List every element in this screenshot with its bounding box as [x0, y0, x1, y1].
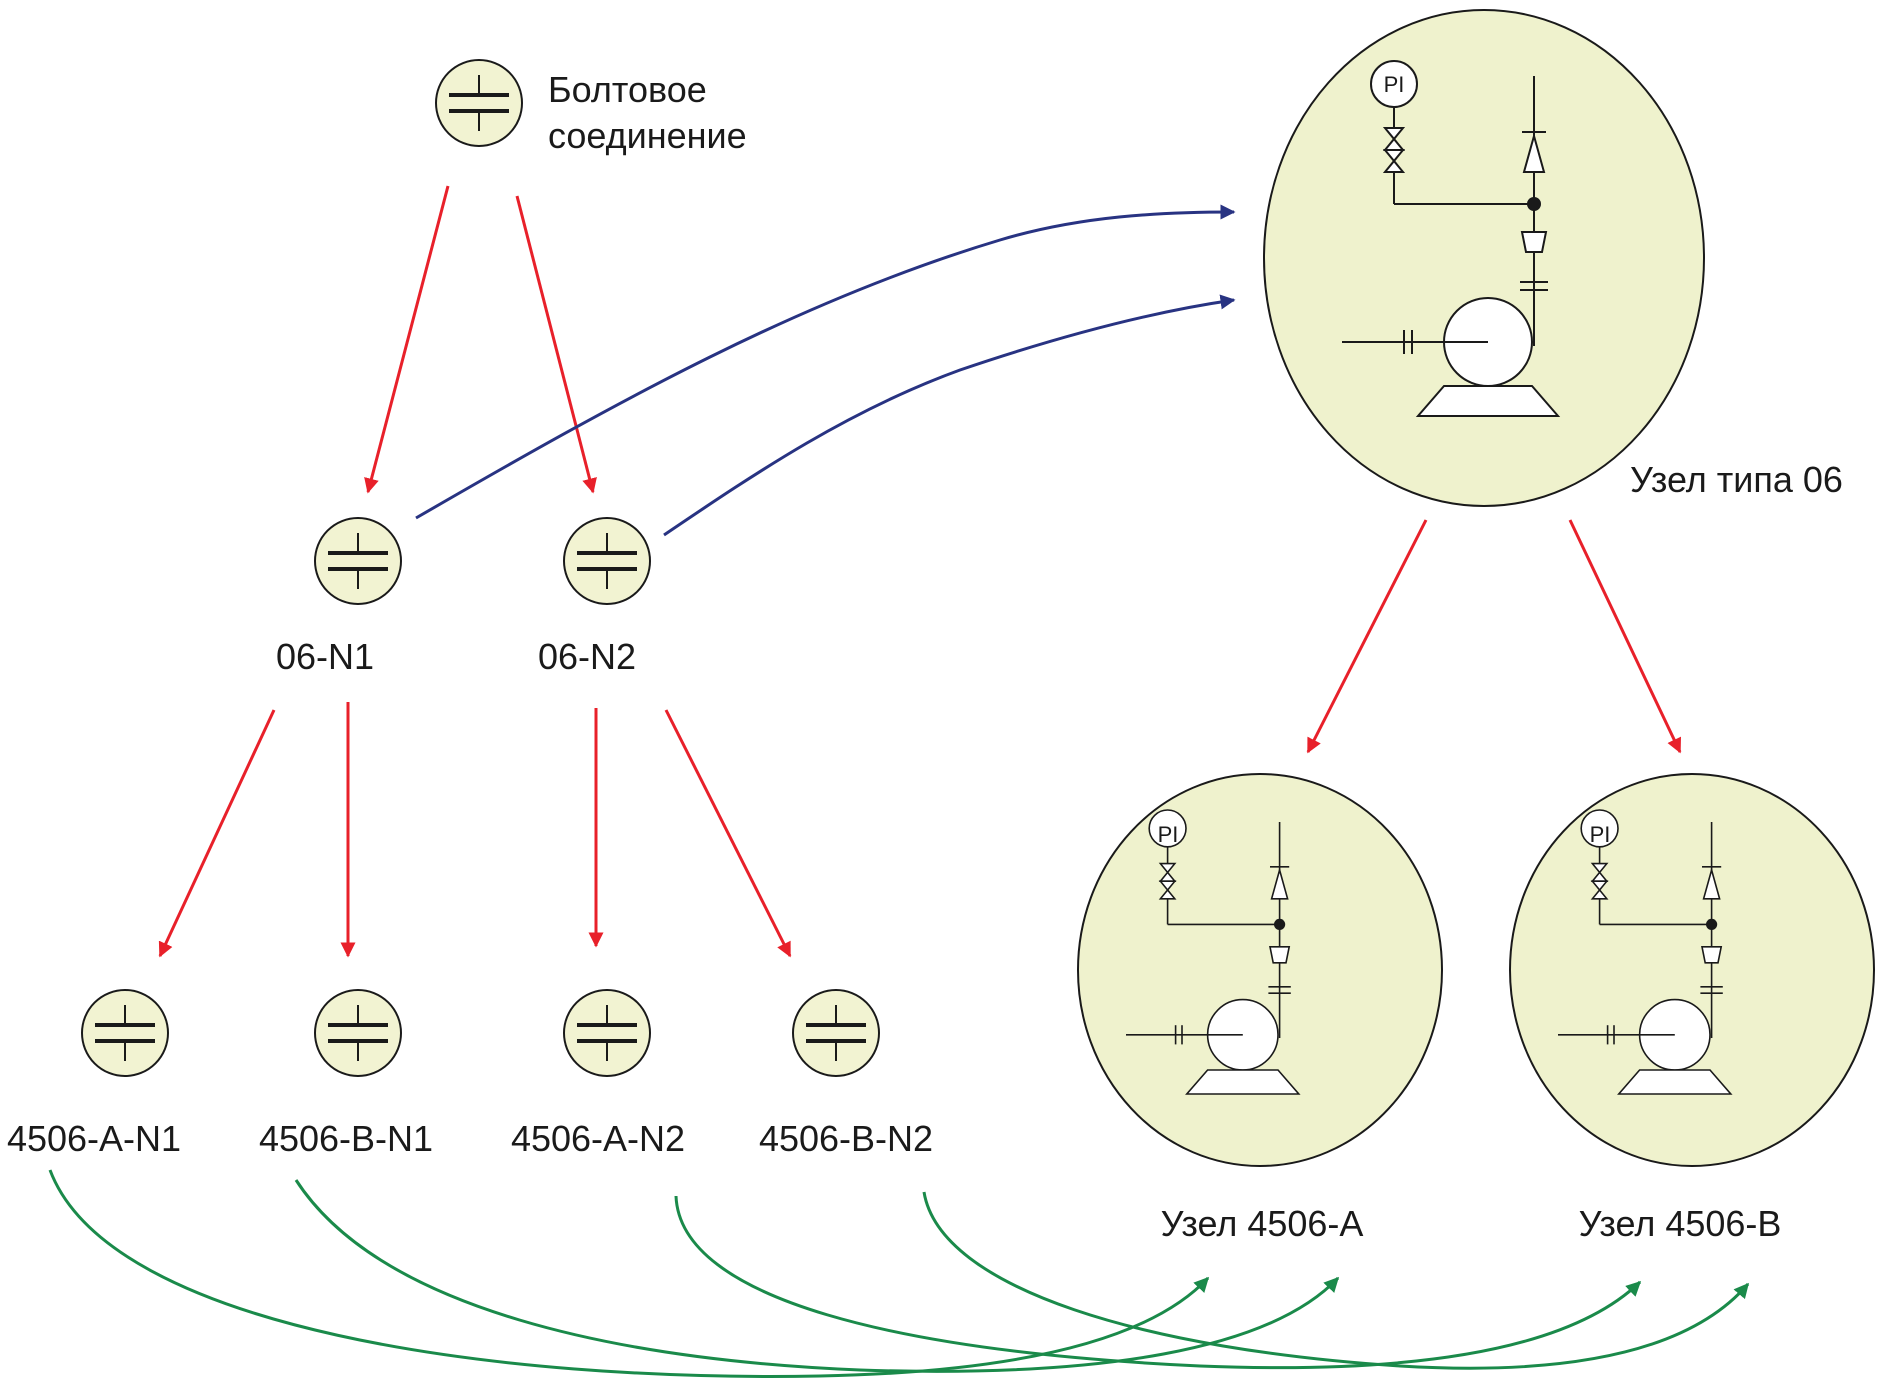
assembly-label: Узел 4506-B — [1579, 1203, 1782, 1244]
blue-arrows — [415, 204, 1236, 537]
red-arrows-top — [364, 185, 597, 494]
flange-icon — [791, 988, 881, 1078]
legend-label-line1: Болтовое — [548, 69, 707, 110]
flange-icon — [313, 988, 403, 1078]
assembly-label: Узел 4506-A — [1161, 1203, 1364, 1244]
assembly-type-06[interactable]: PI Узел типа 06 — [1263, 9, 1843, 507]
node-4506-a-n2[interactable]: 4506-A-N2 — [511, 988, 685, 1159]
flange-icon — [562, 988, 652, 1078]
node-label: 4506-B-N1 — [259, 1118, 433, 1159]
node-label: 4506-A-N1 — [7, 1118, 181, 1159]
legend-bolted-joint: Болтовое соединение — [434, 58, 747, 156]
red-arrows-right — [1306, 519, 1682, 754]
node-label: 4506-A-N2 — [511, 1118, 685, 1159]
node-06-n2[interactable]: 06-N2 — [538, 516, 652, 677]
flange-icon — [313, 516, 403, 606]
node-4506-a-n1[interactable]: 4506-A-N1 — [7, 988, 181, 1159]
green-arrows — [48, 1169, 1750, 1378]
assembly-4506-a[interactable]: PI Узел 4506-A — [1077, 773, 1443, 1244]
pi-gauge-label: PI — [1384, 72, 1405, 97]
node-label: 06-N1 — [276, 636, 374, 677]
node-4506-b-n1[interactable]: 4506-B-N1 — [259, 988, 433, 1159]
assembly-4506-b[interactable]: PI Узел 4506-B — [1509, 773, 1875, 1244]
pi-gauge-label: PI — [1158, 822, 1179, 847]
node-4506-b-n2[interactable]: 4506-B-N2 — [759, 988, 933, 1159]
flange-icon — [80, 988, 170, 1078]
node-label: 06-N2 — [538, 636, 636, 677]
red-arrows-bottom — [158, 702, 792, 958]
flange-icon — [434, 58, 524, 148]
pi-gauge-label: PI — [1590, 822, 1611, 847]
node-06-n1[interactable]: 06-N1 — [276, 516, 403, 677]
assembly-label: Узел типа 06 — [1630, 459, 1843, 500]
node-label: 4506-B-N2 — [759, 1118, 933, 1159]
flange-icon — [562, 516, 652, 606]
legend-label-line2: соединение — [548, 115, 747, 156]
